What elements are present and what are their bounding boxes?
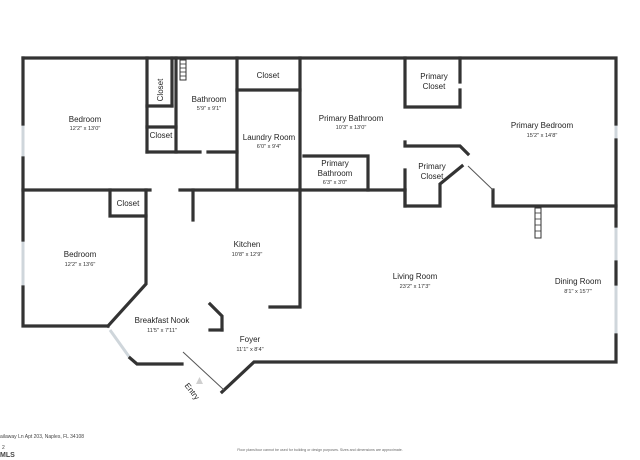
primary-bathroom-small-name-2: Bathroom [318,169,353,178]
dining-room-name: Dining Room [555,277,602,286]
entry-label: Entry [183,381,202,401]
living-room-dims: 23'2" x 17'3" [400,284,431,290]
bedroom-bottom-dims: 12'2" x 13'6" [65,262,96,268]
entry-arrow-icon [196,377,203,384]
primary-closet-top-name-1: Primary [420,72,448,81]
bedroom-bottom-name: Bedroom [64,250,97,259]
brand-prefix: 2 [2,445,5,451]
breakfast-nook-name: Breakfast Nook [135,316,191,325]
primary-closet-top-name-2: Closet [423,82,446,91]
hatch-marks [179,59,542,239]
brand-logo: MLS [0,452,15,459]
bedroom-top-dims: 12'2" x 13'0" [70,126,101,132]
laundry-room-name: Laundry Room [243,133,296,142]
closet-laundry-name: Closet [257,71,280,80]
kitchen-dims: 10'8" x 12'9" [232,252,263,258]
primary-bathroom-dims: 10'3" x 13'0" [336,125,367,131]
breakfast-nook-dims: 11'5" x 7'11" [147,328,177,334]
primary-bedroom-dims: 15'2" x 14'8" [527,133,558,139]
primary-bathroom-small-dims: 6'3" x 3'0" [323,180,347,186]
primary-bathroom-small-name-1: Primary [321,159,349,168]
room-labels: Bedroom 12'2" x 13'0" Closet Closet Bath… [64,71,602,402]
primary-closet-bottom-name-2: Closet [421,172,444,181]
exterior-walls [21,56,618,395]
closet-bedroom2-name: Closet [117,199,140,208]
primary-bedroom-name: Primary Bedroom [511,121,574,130]
laundry-room-dims: 6'0" x 9'4" [257,144,281,150]
listing-address: ailaway Ln Apt 203, Naples, FL 34108 [0,434,84,440]
interior-walls [21,56,618,332]
kitchen-name: Kitchen [234,240,261,249]
closet-small-name: Closet [150,131,173,140]
bathroom-dims: 5'9" x 9'1" [197,106,221,112]
primary-bathroom-name: Primary Bathroom [319,114,384,123]
footer: ailaway Ln Apt 203, Naples, FL 34108 2 M… [0,434,403,459]
closet-vertical-name: Closet [156,78,165,101]
living-room-name: Living Room [393,272,438,281]
foyer-name: Foyer [240,335,261,344]
foyer-dims: 11'1" x 8'4" [236,347,263,353]
bathroom-name: Bathroom [192,95,227,104]
dining-room-dims: 8'1" x 15'7" [564,289,592,295]
bedroom-top-name: Bedroom [69,115,102,124]
primary-closet-bottom-name-1: Primary [418,162,446,171]
disclaimer: Floor plans/tour cannot be used for buil… [237,448,403,452]
